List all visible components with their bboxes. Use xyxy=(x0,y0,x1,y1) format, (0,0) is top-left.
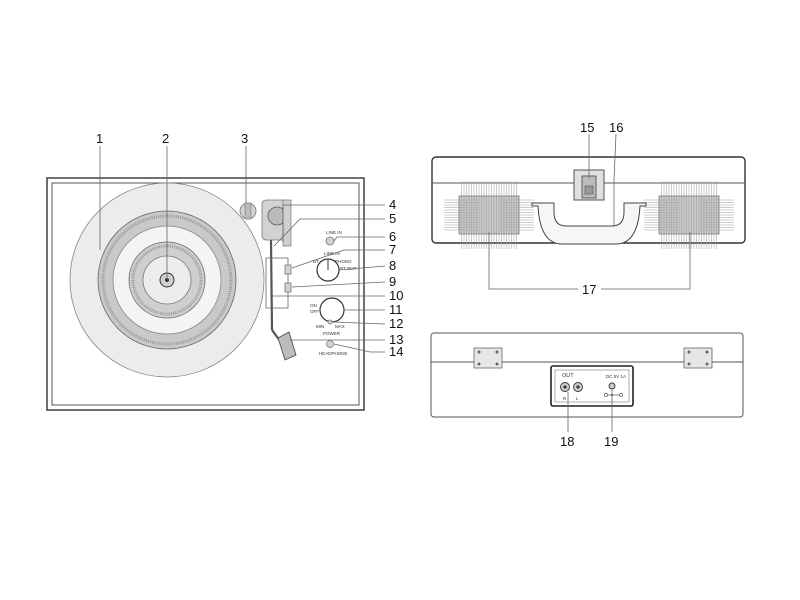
speaker-grille-right xyxy=(644,181,734,249)
callout-4: 4 xyxy=(389,197,396,212)
callout-16: 16 xyxy=(609,120,623,135)
callout-1: 1 xyxy=(96,131,103,146)
callout-8: 8 xyxy=(389,258,396,273)
turntable-base-inner xyxy=(51,182,360,406)
min-label: MIN xyxy=(316,324,324,329)
45-adapter xyxy=(239,202,257,220)
callout-15: 15 xyxy=(580,120,594,135)
on-label: ON xyxy=(310,303,317,308)
callout-11: 11 xyxy=(389,302,403,317)
volume-knob xyxy=(319,297,345,323)
control-panel: LINE IN LINE IN BT PHONO BT OUT ON OFF M… xyxy=(284,230,357,356)
bt-label: BT xyxy=(313,259,319,264)
back-case xyxy=(430,332,744,418)
callout-3: 3 xyxy=(241,131,248,146)
top-view: LINE IN LINE IN BT PHONO BT OUT ON OFF M… xyxy=(46,131,403,411)
handle xyxy=(531,202,647,245)
callout-12: 12 xyxy=(389,316,403,331)
callout-5: 5 xyxy=(389,211,396,226)
callout-19: 19 xyxy=(604,434,618,449)
callout-9: 9 xyxy=(389,274,396,289)
hinge-right xyxy=(683,347,713,369)
power-indicator xyxy=(327,319,333,325)
dc-label: DC 5V 1A xyxy=(606,374,626,379)
out-label: OUT xyxy=(562,373,574,379)
off-label: OFF xyxy=(310,309,319,314)
phono-label: PHONO xyxy=(335,259,352,264)
r-label: R xyxy=(563,396,567,401)
turntable-base-outer xyxy=(46,177,365,411)
max-label: MAX xyxy=(335,324,345,329)
speaker-grille-left xyxy=(444,181,534,249)
top-leader-lines xyxy=(99,146,386,353)
tonearm xyxy=(261,199,297,361)
hinge-left xyxy=(473,347,503,369)
callout-10: 10 xyxy=(389,288,403,303)
line-in-label: LINE IN xyxy=(326,230,342,235)
callout-6: 6 xyxy=(389,229,396,244)
connector-panel: OUT R L DC 5V 1A xyxy=(550,365,634,407)
callout-7: 7 xyxy=(389,242,396,257)
l-label: L xyxy=(576,396,579,401)
switch-top xyxy=(284,264,292,275)
polarity-icon xyxy=(604,393,623,397)
callout-18: 18 xyxy=(560,434,574,449)
back-view: OUT R L DC 5V 1A 18 19 xyxy=(430,332,744,449)
bt-out-label: BT OUT xyxy=(340,266,357,271)
callout-13: 13 xyxy=(389,332,403,347)
power-label: POWER xyxy=(323,331,341,336)
front-view: 15 16 17 xyxy=(431,120,746,297)
cartridge xyxy=(277,331,297,361)
callout-17: 17 xyxy=(582,282,596,297)
switch-bottom xyxy=(284,282,292,293)
dc-jack xyxy=(608,382,616,390)
headphone-label: HEADPHONE xyxy=(319,351,348,356)
line-in-jack xyxy=(325,236,335,246)
callout-14: 14 xyxy=(389,344,403,359)
headphone-jack xyxy=(326,340,334,348)
callout-2: 2 xyxy=(162,131,169,146)
latch xyxy=(573,169,605,201)
line-in-label-2: LINE IN xyxy=(324,251,340,256)
